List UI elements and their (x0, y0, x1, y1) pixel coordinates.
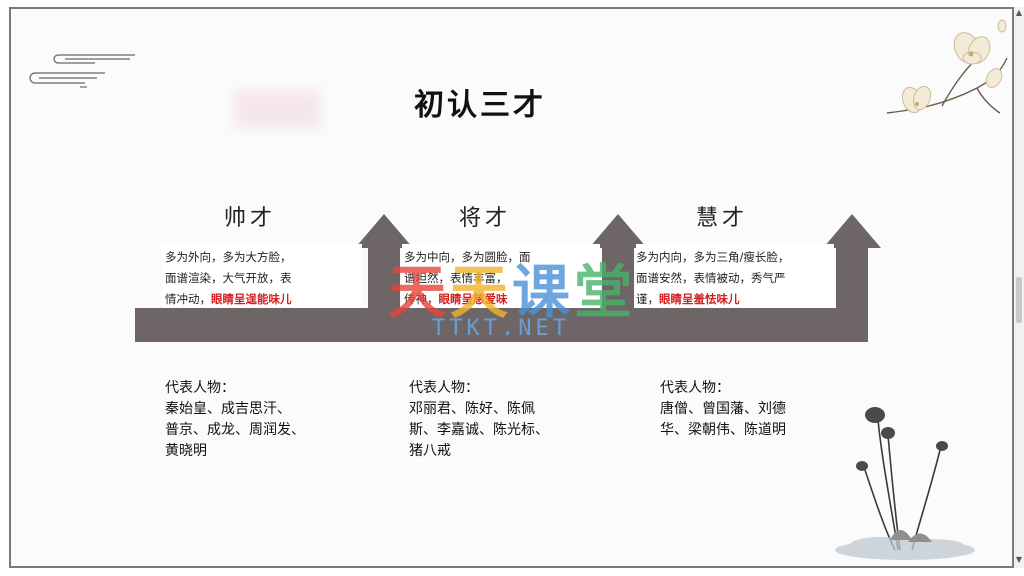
watermark-char: 课 (512, 258, 575, 326)
desc-line: 多为外向，多为大方脸， (165, 250, 292, 264)
slide-title: 初认三才 (414, 88, 546, 123)
people-line: 普京、成龙、周润发、 (165, 422, 305, 438)
watermark-char: 堂 (574, 258, 637, 326)
decorative-lines (29, 54, 135, 88)
desc-highlight: 眼睛呈羞怯味儿 (659, 292, 740, 306)
desc-shuaicai: 多为外向，多为大方脸， 面谱渲染，大气开放，表 情冲动，眼睛呈逞能味儿 (165, 247, 365, 310)
desc-line: 面谱安然，表情被动，秀气严 (636, 271, 786, 285)
magnolia-decoration (886, 19, 1008, 114)
people-line: 秦始皇、成吉思汗、 (165, 401, 291, 417)
heading-jiangcai: 将才 (459, 206, 512, 231)
desc-line: 传神，眼睛呈慈爱味 (404, 292, 508, 306)
watermark-cn: 天天课堂 (388, 245, 636, 329)
desc-line: 谱坦然，表情丰富， (404, 271, 508, 285)
people-label: 代表人物： (409, 380, 479, 396)
people-label: 代表人物： (165, 380, 235, 396)
desc-highlight: 眼睛呈慈爱味 (438, 292, 508, 306)
watermark-char: 天 (450, 258, 513, 326)
desc-line: 面谱渲染，大气开放，表 (165, 271, 292, 285)
vertical-scrollbar[interactable]: ▲ ▼ (1014, 7, 1024, 568)
people-label: 代表人物： (660, 380, 730, 396)
desc-line: 情冲动，眼睛呈逞能味儿 (165, 292, 292, 306)
desc-line: 多为中向，多为圆脸，面 (404, 250, 531, 264)
watermark-char: 天 (388, 258, 451, 326)
heading-huicai: 慧才 (696, 206, 749, 231)
desc-jiangcai: 多为中向，多为圆脸，面 谱坦然，表情丰富， 传神，眼睛呈慈爱味 (404, 247, 604, 310)
people-line: 斯、李嘉诚、陈光标、 (409, 422, 549, 438)
desc-highlight: 眼睛呈逞能味儿 (211, 292, 292, 306)
people-line: 黄晓明 (165, 443, 207, 459)
people-huicai: 代表人物： 唐僧、曾国藩、刘德 华、梁朝伟、陈道明 (660, 378, 786, 441)
scroll-down-icon[interactable]: ▼ (1015, 555, 1023, 564)
lotus-decoration (835, 407, 975, 560)
people-line: 猪八戒 (409, 443, 451, 459)
desc-line: 谨，眼睛呈羞怯味儿 (636, 292, 740, 306)
desc-huicai: 多为内向，多为三角/瘦长脸， 面谱安然，表情被动，秀气严 谨，眼睛呈羞怯味儿 (636, 247, 846, 310)
people-jiangcai: 代表人物： 邓丽君、陈好、陈佩 斯、李嘉诚、陈光标、 猪八戒 (409, 378, 549, 462)
watermark-url: TTKT.NET (432, 316, 570, 341)
scroll-thumb[interactable] (1016, 277, 1022, 323)
pink-highlight (235, 90, 320, 128)
scroll-up-icon[interactable]: ▲ (1015, 8, 1023, 17)
desc-line: 多为内向，多为三角/瘦长脸， (636, 250, 790, 264)
people-line: 邓丽君、陈好、陈佩 (409, 401, 535, 417)
heading-shuaicai: 帅才 (224, 206, 277, 231)
people-line: 华、梁朝伟、陈道明 (660, 422, 786, 438)
people-shuaicai: 代表人物： 秦始皇、成吉思汗、 普京、成龙、周润发、 黄晓明 (165, 378, 305, 462)
people-line: 唐僧、曾国藩、刘德 (660, 401, 786, 417)
